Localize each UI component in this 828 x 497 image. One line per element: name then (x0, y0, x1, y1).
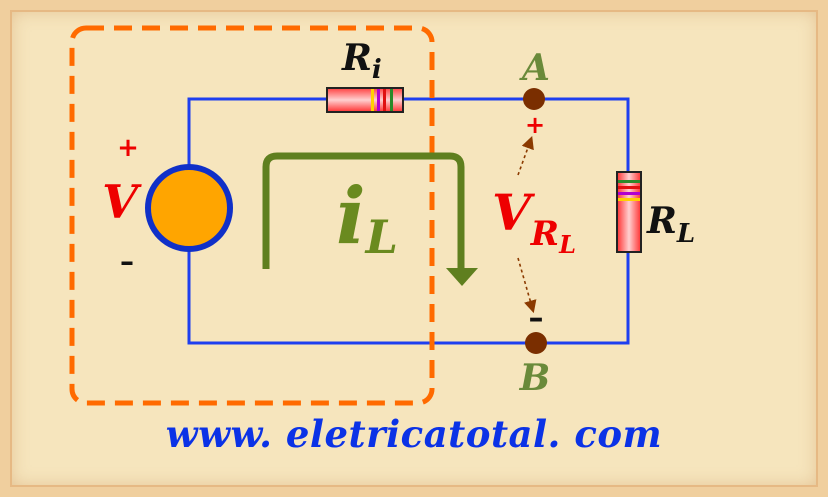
load-voltage-label: VRL (492, 183, 576, 259)
node-b-minus-sign: – (529, 301, 544, 336)
load-resistor-label: RL (646, 200, 695, 249)
node-b-label: B (519, 357, 550, 399)
current-label: iL (336, 171, 398, 264)
source-plus-sign: + (117, 133, 139, 163)
node-a (523, 88, 545, 110)
node-a-plus-sign: + (525, 111, 545, 139)
source-voltage-label: V (102, 175, 142, 229)
current-arrow (262, 152, 478, 286)
voltage-source (145, 164, 233, 252)
node-a-label: A (519, 47, 550, 89)
voltage-arrow-up (517, 135, 534, 176)
circuit-wires (187, 97, 630, 345)
node-b (525, 332, 547, 354)
internal-resistor (326, 87, 404, 113)
website-url: www. eletricatotal. com (165, 412, 663, 456)
source-minus-sign: – (120, 245, 134, 278)
voltage-arrow-down (517, 257, 537, 314)
internal-resistor-label: Ri (341, 37, 382, 85)
load-resistor (616, 171, 642, 253)
